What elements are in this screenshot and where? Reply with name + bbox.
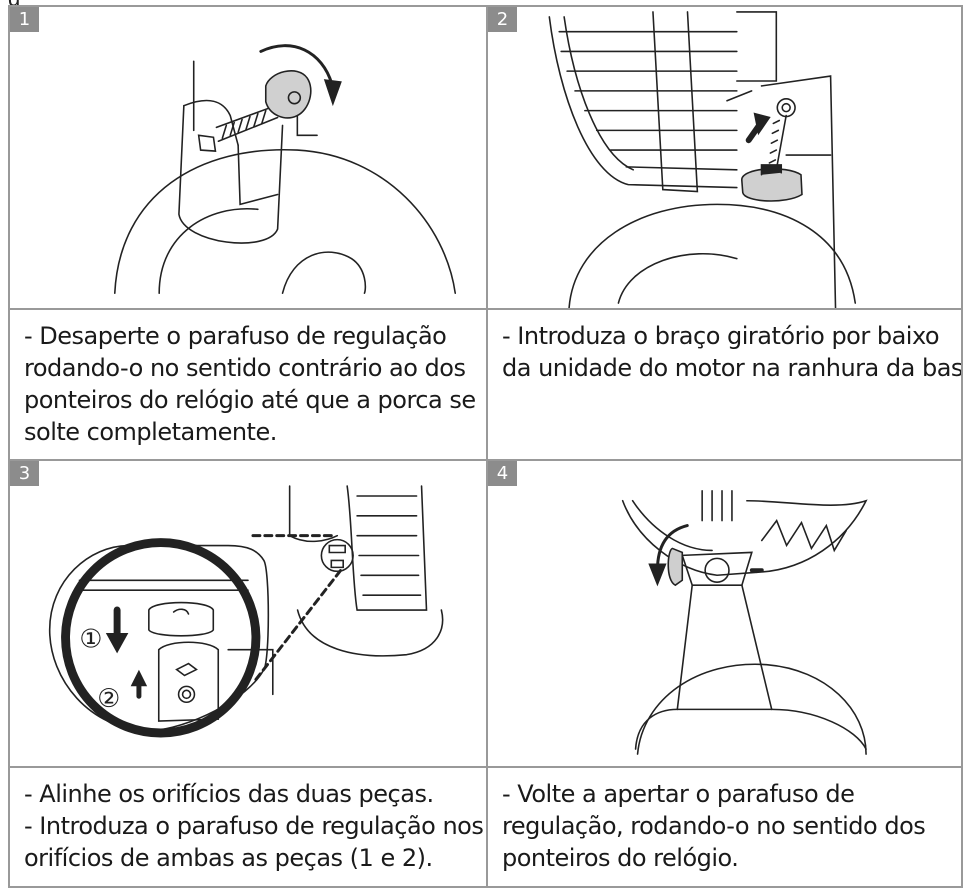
step-1-illustration-cell: 1 — [8, 5, 488, 310]
step-4-instructions: - Volte a apertar o parafuso de regulaçã… — [502, 778, 955, 874]
step-4-badge: 4 — [488, 461, 517, 486]
adjustment-screw-tighten-icon — [621, 490, 868, 755]
step-2-text-cell: - Introduza o braço giratório por baixo … — [488, 310, 963, 461]
step-1-instructions: - Desaperte o parafuso de regulação roda… — [24, 320, 480, 448]
instruction-line: rodando-o no sentido contrário ao dos — [24, 354, 466, 382]
instruction-line: solte completamente. — [24, 418, 277, 446]
align-holes-detail-icon: ① ② — [48, 485, 444, 738]
instruction-sheet: 1 2 — [8, 5, 963, 888]
instruction-line: ponteiros do relógio até que a porca se — [24, 386, 476, 414]
step-3-label-2: ② — [97, 684, 120, 714]
step-4-text-cell: - Volte a apertar o parafuso de regulaçã… — [488, 768, 963, 888]
instruction-line: regulação, rodando-o no sentido dos — [502, 812, 926, 840]
step-1-badge: 1 — [10, 7, 39, 32]
step-2-illustration-cell: 2 — [488, 5, 963, 310]
instruction-line: - Introduza o braço giratório por baixo — [502, 322, 940, 350]
step-1-text-cell: - Desaperte o parafuso de regulação roda… — [8, 310, 488, 461]
instruction-line: - Introduza o parafuso de regulação nos — [24, 812, 484, 840]
step-4-illustration-cell: 4 — [488, 461, 963, 768]
step-3-instructions: - Alinhe os orifícios das duas peças. - … — [24, 778, 484, 874]
instruction-line: da unidade do motor na ranhura da base. — [502, 354, 963, 382]
adjustment-screw-loosen-icon — [113, 44, 457, 294]
instruction-line: ponteiros do relógio. — [502, 844, 739, 872]
step-3-text-cell: - Alinhe os orifícios das duas peças. - … — [8, 768, 488, 888]
instruction-line: orifícios de ambas as peças (1 e 2). — [24, 844, 433, 872]
instruction-line: - Volte a apertar o parafuso de — [502, 780, 855, 808]
swivel-arm-insert-icon — [548, 11, 857, 308]
step-3-illustration-cell: 3 — [8, 461, 488, 768]
step-2-badge: 2 — [488, 7, 517, 32]
step-2-instructions: - Introduza o braço giratório por baixo … — [502, 320, 963, 384]
instruction-line: - Desaperte o parafuso de regulação — [24, 322, 447, 350]
step-3-label-1: ① — [79, 625, 102, 655]
step-3-badge: 3 — [10, 461, 39, 486]
instruction-line: - Alinhe os orifícios das duas peças. — [24, 780, 434, 808]
